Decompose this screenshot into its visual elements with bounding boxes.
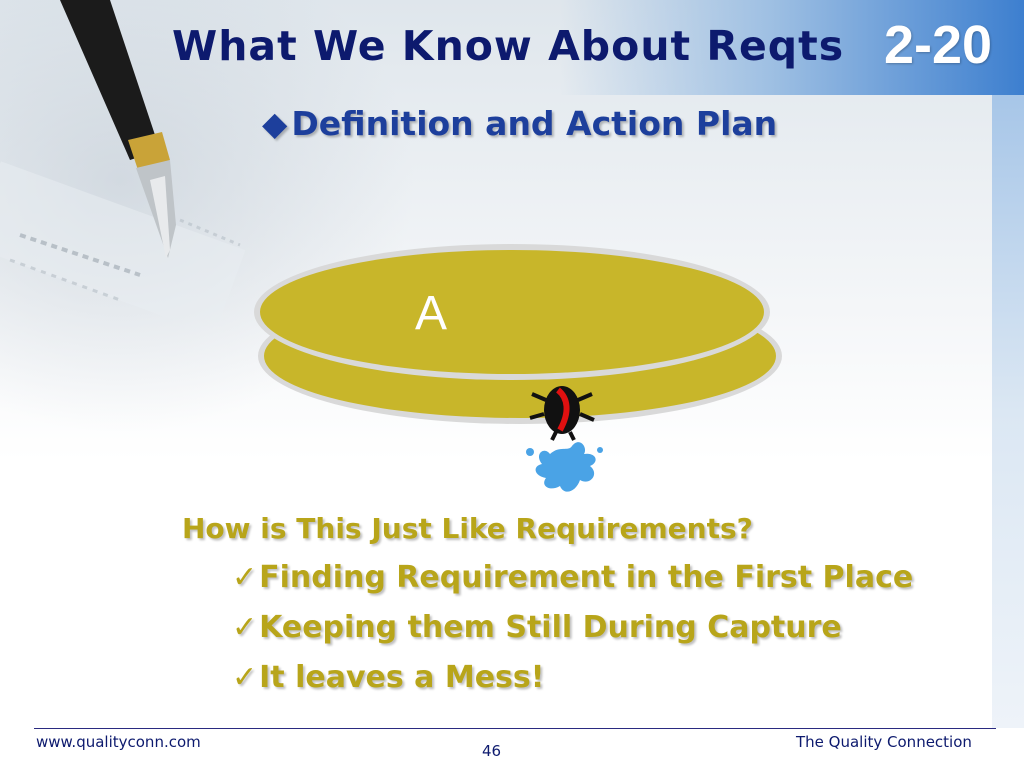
footer-company: The Quality Connection [796,733,972,751]
footer-divider [34,728,996,729]
disc-diagram [254,244,782,492]
top-disc [254,244,770,380]
list-item-text: Finding Requirement in the First Place [259,560,914,595]
list-item: ✓Finding Requirement in the First Place [232,560,913,595]
slide-title: What We Know About Reqts [172,22,845,70]
diamond-bullet-icon: ◆ [262,104,288,143]
check-icon: ✓ [232,660,258,695]
list-item-text: It leaves a Mess! [259,660,545,695]
list-item-text: Keeping them Still During Capture [259,610,842,645]
list-item: ✓It leaves a Mess! [232,660,544,695]
header-band [560,0,1024,95]
fountain-pen-image [0,0,246,320]
footer-page-number: 46 [482,742,502,760]
check-icon: ✓ [232,610,258,645]
subtitle-text: Definition and Action Plan [291,104,778,143]
subtitle: ◆Definition and Action Plan [262,104,777,143]
list-item: ✓Keeping them Still During Capture [232,610,842,645]
slide-number: 2-20 [884,15,993,75]
bug-icon [529,386,595,441]
check-icon: ✓ [232,560,258,595]
disc-label-a: A [415,287,448,340]
question-heading: How is This Just Like Requirements? [182,512,753,545]
splat-icon [526,442,603,492]
footer-website: www.qualityconn.com [36,733,201,751]
side-band [992,95,1024,728]
